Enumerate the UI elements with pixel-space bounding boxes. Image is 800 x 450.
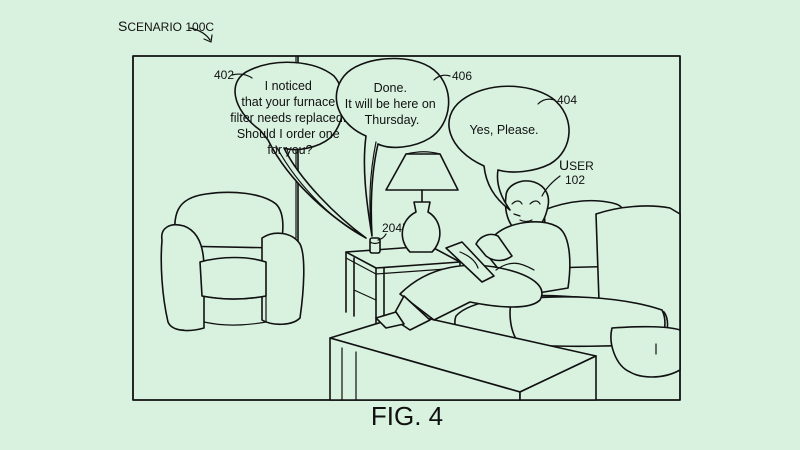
scenario-arrow — [189, 27, 211, 41]
user-ref-leader — [541, 175, 561, 197]
device-204B — [369, 237, 381, 254]
speech-bubble-404 — [448, 85, 570, 211]
bubble-402-ref: 402 — [214, 68, 234, 82]
bubble-404-text: Yes, Please. — [469, 123, 538, 137]
bubble-404-ref: 404 — [557, 93, 577, 107]
bubble-402-text: I noticed that your furnace filter needs… — [230, 79, 350, 157]
bubble-406-text: Done. It will be here on Thursday. — [345, 81, 440, 127]
scenario-label: SCENARIO 100C — [118, 18, 214, 34]
table-lamp — [385, 151, 459, 253]
bubble-406-leader — [433, 74, 451, 81]
figure-caption: FIG. 4 — [371, 401, 443, 431]
coffee-table — [329, 313, 597, 401]
scenario-arrowhead — [203, 34, 213, 43]
speech-bubble-402 — [234, 61, 367, 239]
armchair — [160, 191, 305, 332]
user-ref-number: 102 — [565, 173, 585, 187]
bubble-404-leader — [537, 98, 556, 105]
bubble-406-ref: 406 — [452, 69, 472, 83]
speech-bubble-406 — [335, 57, 450, 237]
user-label: USER — [559, 157, 594, 173]
user-figure — [375, 180, 571, 331]
device-ref-leader — [377, 233, 387, 241]
bubble-402-leader — [231, 73, 253, 79]
